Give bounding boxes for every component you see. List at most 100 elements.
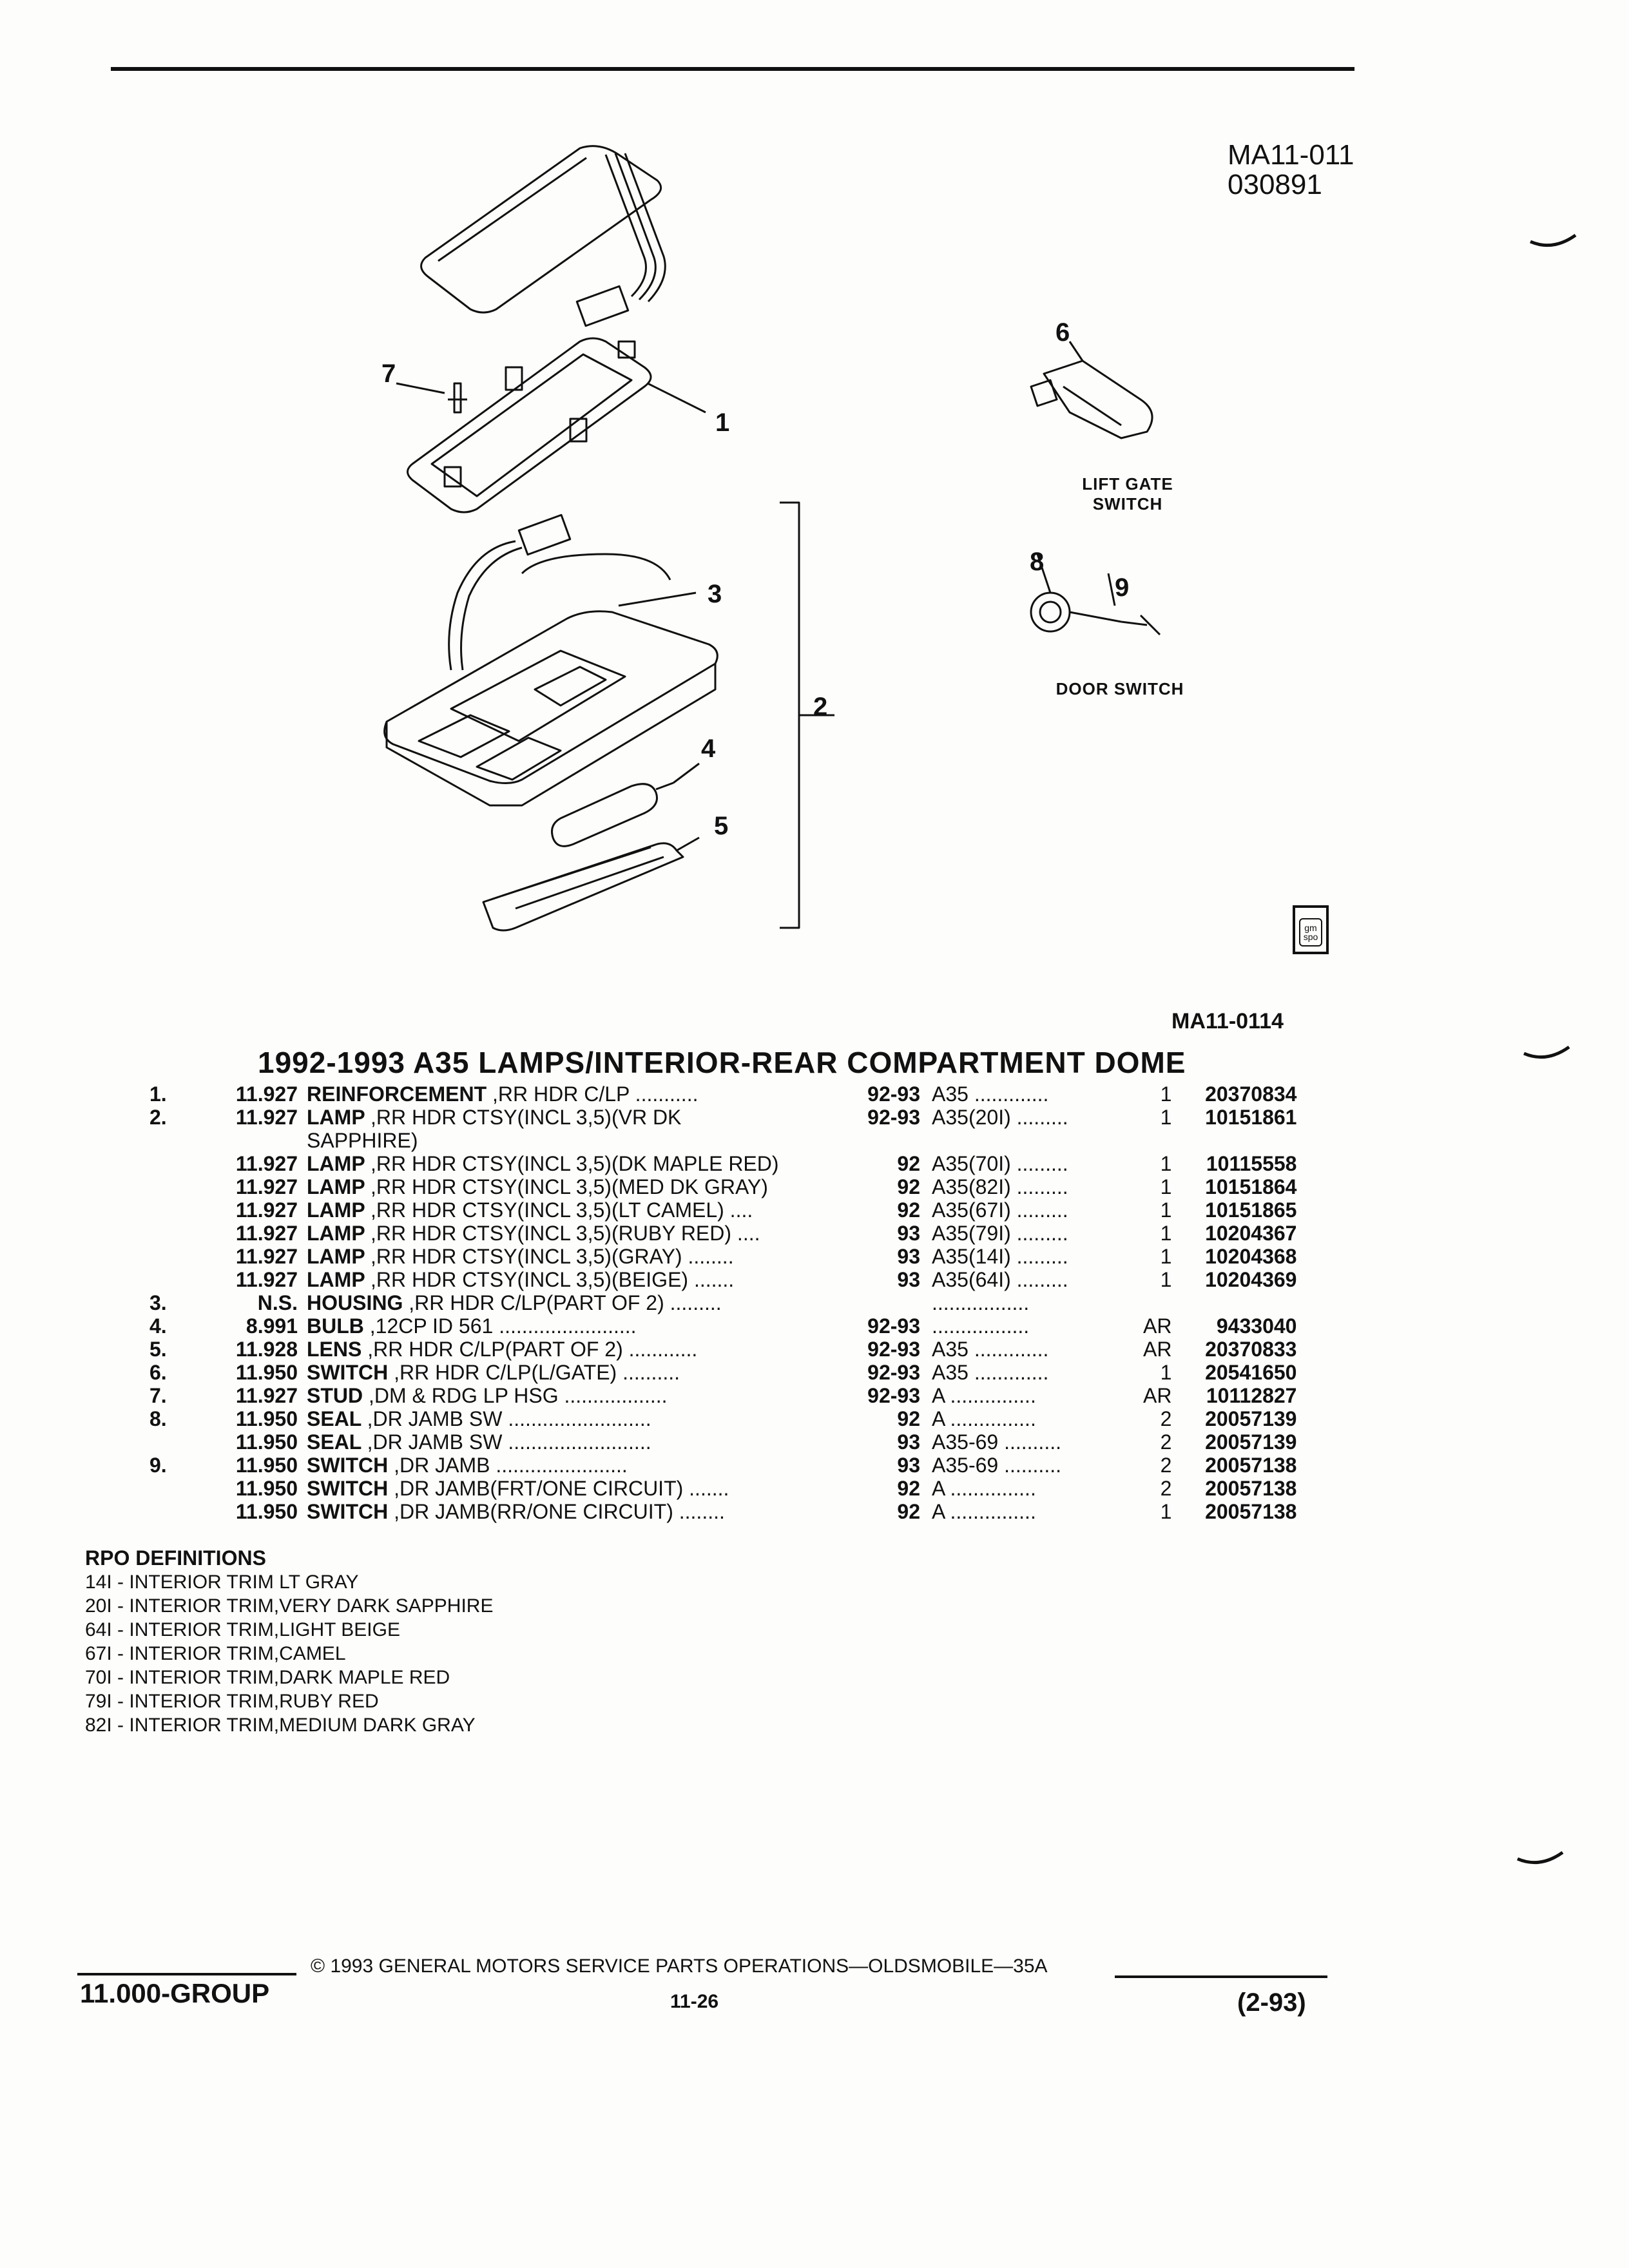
- scan-edge-mark: [1517, 1850, 1564, 1865]
- part-name: LAMP: [307, 1175, 365, 1198]
- quantity: 1: [1160, 1152, 1172, 1175]
- part-number: 20057139: [1205, 1407, 1297, 1430]
- part-detail: ,DR JAMB .......................: [394, 1454, 628, 1477]
- part-detail: ,DR JAMB SW .........................: [367, 1407, 651, 1430]
- part-detail: ,RR HDR CTSY(INCL 3,5)(MED DK GRAY): [370, 1175, 768, 1198]
- quantity: 1: [1160, 1082, 1172, 1106]
- item-number: [149, 1430, 201, 1454]
- part-number: [1181, 1129, 1296, 1152]
- part-name: LAMP: [307, 1222, 365, 1245]
- stud: [396, 382, 467, 414]
- part-name: LAMP: [307, 1268, 365, 1291]
- quantity: 2: [1160, 1430, 1172, 1454]
- item-number: [149, 1477, 201, 1500]
- part-detail: ,RR HDR CTSY(INCL 3,5)(LT CAMEL) ....: [370, 1198, 753, 1222]
- model-year: 93: [897, 1268, 920, 1291]
- item-number: [149, 1198, 201, 1222]
- part-name: SWITCH: [307, 1361, 389, 1384]
- rpo-item: 14I - INTERIOR TRIM LT GRAY: [85, 1571, 359, 1593]
- lift-gate-switch: [1030, 341, 1153, 439]
- model-year: 92-93: [867, 1338, 920, 1361]
- item-number: [149, 1268, 201, 1291]
- footer-group: 11.000-GROUP: [80, 1978, 270, 2008]
- part-name: SWITCH: [307, 1477, 389, 1500]
- part-description: BULB ,12CP ID 561 ......................…: [307, 1314, 849, 1338]
- gm-spo-logo-text: gm spo: [1299, 918, 1322, 947]
- item-number: [149, 1245, 201, 1268]
- item-number: [149, 1222, 201, 1245]
- quantity: 1: [1160, 1361, 1172, 1384]
- part-description: REINFORCEMENT ,RR HDR C/LP ...........: [307, 1082, 849, 1106]
- quantity: [1143, 1129, 1181, 1152]
- model-year: 92-93: [867, 1082, 920, 1106]
- callout-1: 1: [715, 408, 730, 437]
- model-code: A ...............: [932, 1407, 1036, 1430]
- group-number: 11.950: [235, 1407, 298, 1430]
- part-name: STUD: [307, 1384, 363, 1407]
- model-year: 92: [897, 1477, 920, 1500]
- model-year: 92: [897, 1152, 920, 1175]
- model-code: A35-69 ..........: [932, 1430, 1061, 1454]
- group-number: 11.927: [235, 1245, 298, 1268]
- model-code: A35(20I) .........: [932, 1106, 1068, 1129]
- part-description: SAPPHIRE): [307, 1129, 849, 1152]
- part-number: 10112827: [1206, 1384, 1297, 1407]
- model-code: A35 .............: [932, 1082, 1049, 1106]
- figure-id: MA11-0114: [1171, 1009, 1284, 1033]
- item-number: 9.: [149, 1454, 167, 1477]
- part-detail: ,RR HDR CTSY(INCL 3,5)(BEIGE) .......: [370, 1268, 735, 1291]
- part-number: 10151861: [1205, 1106, 1297, 1129]
- part-description: LAMP ,RR HDR CTSY(INCL 3,5)(DK MAPLE RED…: [307, 1152, 849, 1175]
- model-year: 93: [897, 1454, 920, 1477]
- part-description: SWITCH ,RR HDR C/LP(L/GATE) ..........: [307, 1361, 849, 1384]
- lift-gate-caption: LIFT GATE SWITCH: [1057, 474, 1199, 514]
- part-detail: ,12CP ID 561 ........................: [369, 1314, 637, 1338]
- parts-row: 3.N.S.HOUSING ,RR HDR C/LP(PART OF 2) ..…: [149, 1291, 1296, 1314]
- model-code: A ...............: [932, 1477, 1036, 1500]
- part-number: 10204368: [1205, 1245, 1297, 1268]
- part-name: BULB: [307, 1314, 364, 1338]
- model-year: 92-93: [867, 1106, 920, 1129]
- part-number: 10115558: [1206, 1152, 1297, 1175]
- group-number: [201, 1129, 307, 1152]
- rpo-item: 67I - INTERIOR TRIM,CAMEL: [85, 1643, 346, 1664]
- quantity: [1143, 1291, 1181, 1314]
- part-name: SEAL: [307, 1430, 361, 1454]
- lamp-housing: [383, 514, 718, 807]
- lamp-bezel: [407, 337, 652, 514]
- item-number: 8.: [149, 1407, 167, 1430]
- callout-6: 6: [1055, 318, 1070, 347]
- model-year: 92: [897, 1175, 920, 1198]
- quantity: 1: [1160, 1198, 1172, 1222]
- item-number: 4.: [149, 1314, 167, 1338]
- part-number: 9433040: [1216, 1314, 1297, 1338]
- part-detail: SAPPHIRE): [307, 1129, 418, 1152]
- part-number: 20541650: [1205, 1361, 1297, 1384]
- model-year: 92: [897, 1500, 920, 1523]
- callout-4: 4: [701, 735, 716, 763]
- part-number: 10204367: [1205, 1222, 1297, 1245]
- item-number: [149, 1175, 201, 1198]
- quantity: AR: [1143, 1338, 1172, 1361]
- model-code: A35(70I) .........: [932, 1152, 1068, 1175]
- part-description: SEAL ,DR JAMB SW .......................…: [307, 1430, 849, 1454]
- reinforcement-plate: [420, 145, 666, 327]
- part-detail: ,DR JAMB SW .........................: [367, 1430, 651, 1454]
- footer-date: (2-93): [1237, 1988, 1306, 2017]
- figure-ref: MA11-011: [1228, 139, 1354, 171]
- part-detail: ,RR HDR CTSY(INCL 3,5)(GRAY) ........: [370, 1245, 734, 1268]
- quantity: 1: [1160, 1268, 1172, 1291]
- model-year: 92-93: [867, 1384, 920, 1407]
- part-detail: ,DR JAMB(RR/ONE CIRCUIT) ........: [394, 1500, 725, 1523]
- group-number: 11.928: [235, 1338, 298, 1361]
- item-number: [149, 1152, 201, 1175]
- model-code: A35(64I) .........: [932, 1268, 1068, 1291]
- part-detail: ,RR HDR C/LP(L/GATE) ..........: [394, 1361, 680, 1384]
- model-year: 92: [897, 1198, 920, 1222]
- group-number: 11.950: [235, 1430, 298, 1454]
